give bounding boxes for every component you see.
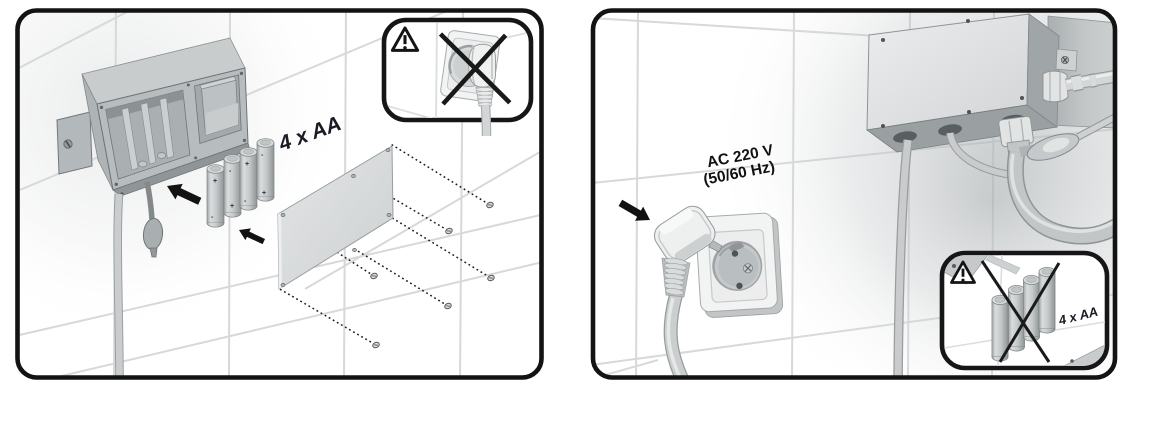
svg-text:-: -: [244, 198, 247, 205]
svg-text:-: -: [211, 214, 214, 221]
svg-text:-: -: [261, 152, 264, 159]
svg-text:+: +: [262, 190, 266, 197]
svg-text:+: +: [230, 203, 234, 210]
svg-text:+: +: [213, 178, 217, 185]
svg-text:-: -: [229, 168, 232, 175]
svg-text:+: +: [245, 161, 249, 168]
